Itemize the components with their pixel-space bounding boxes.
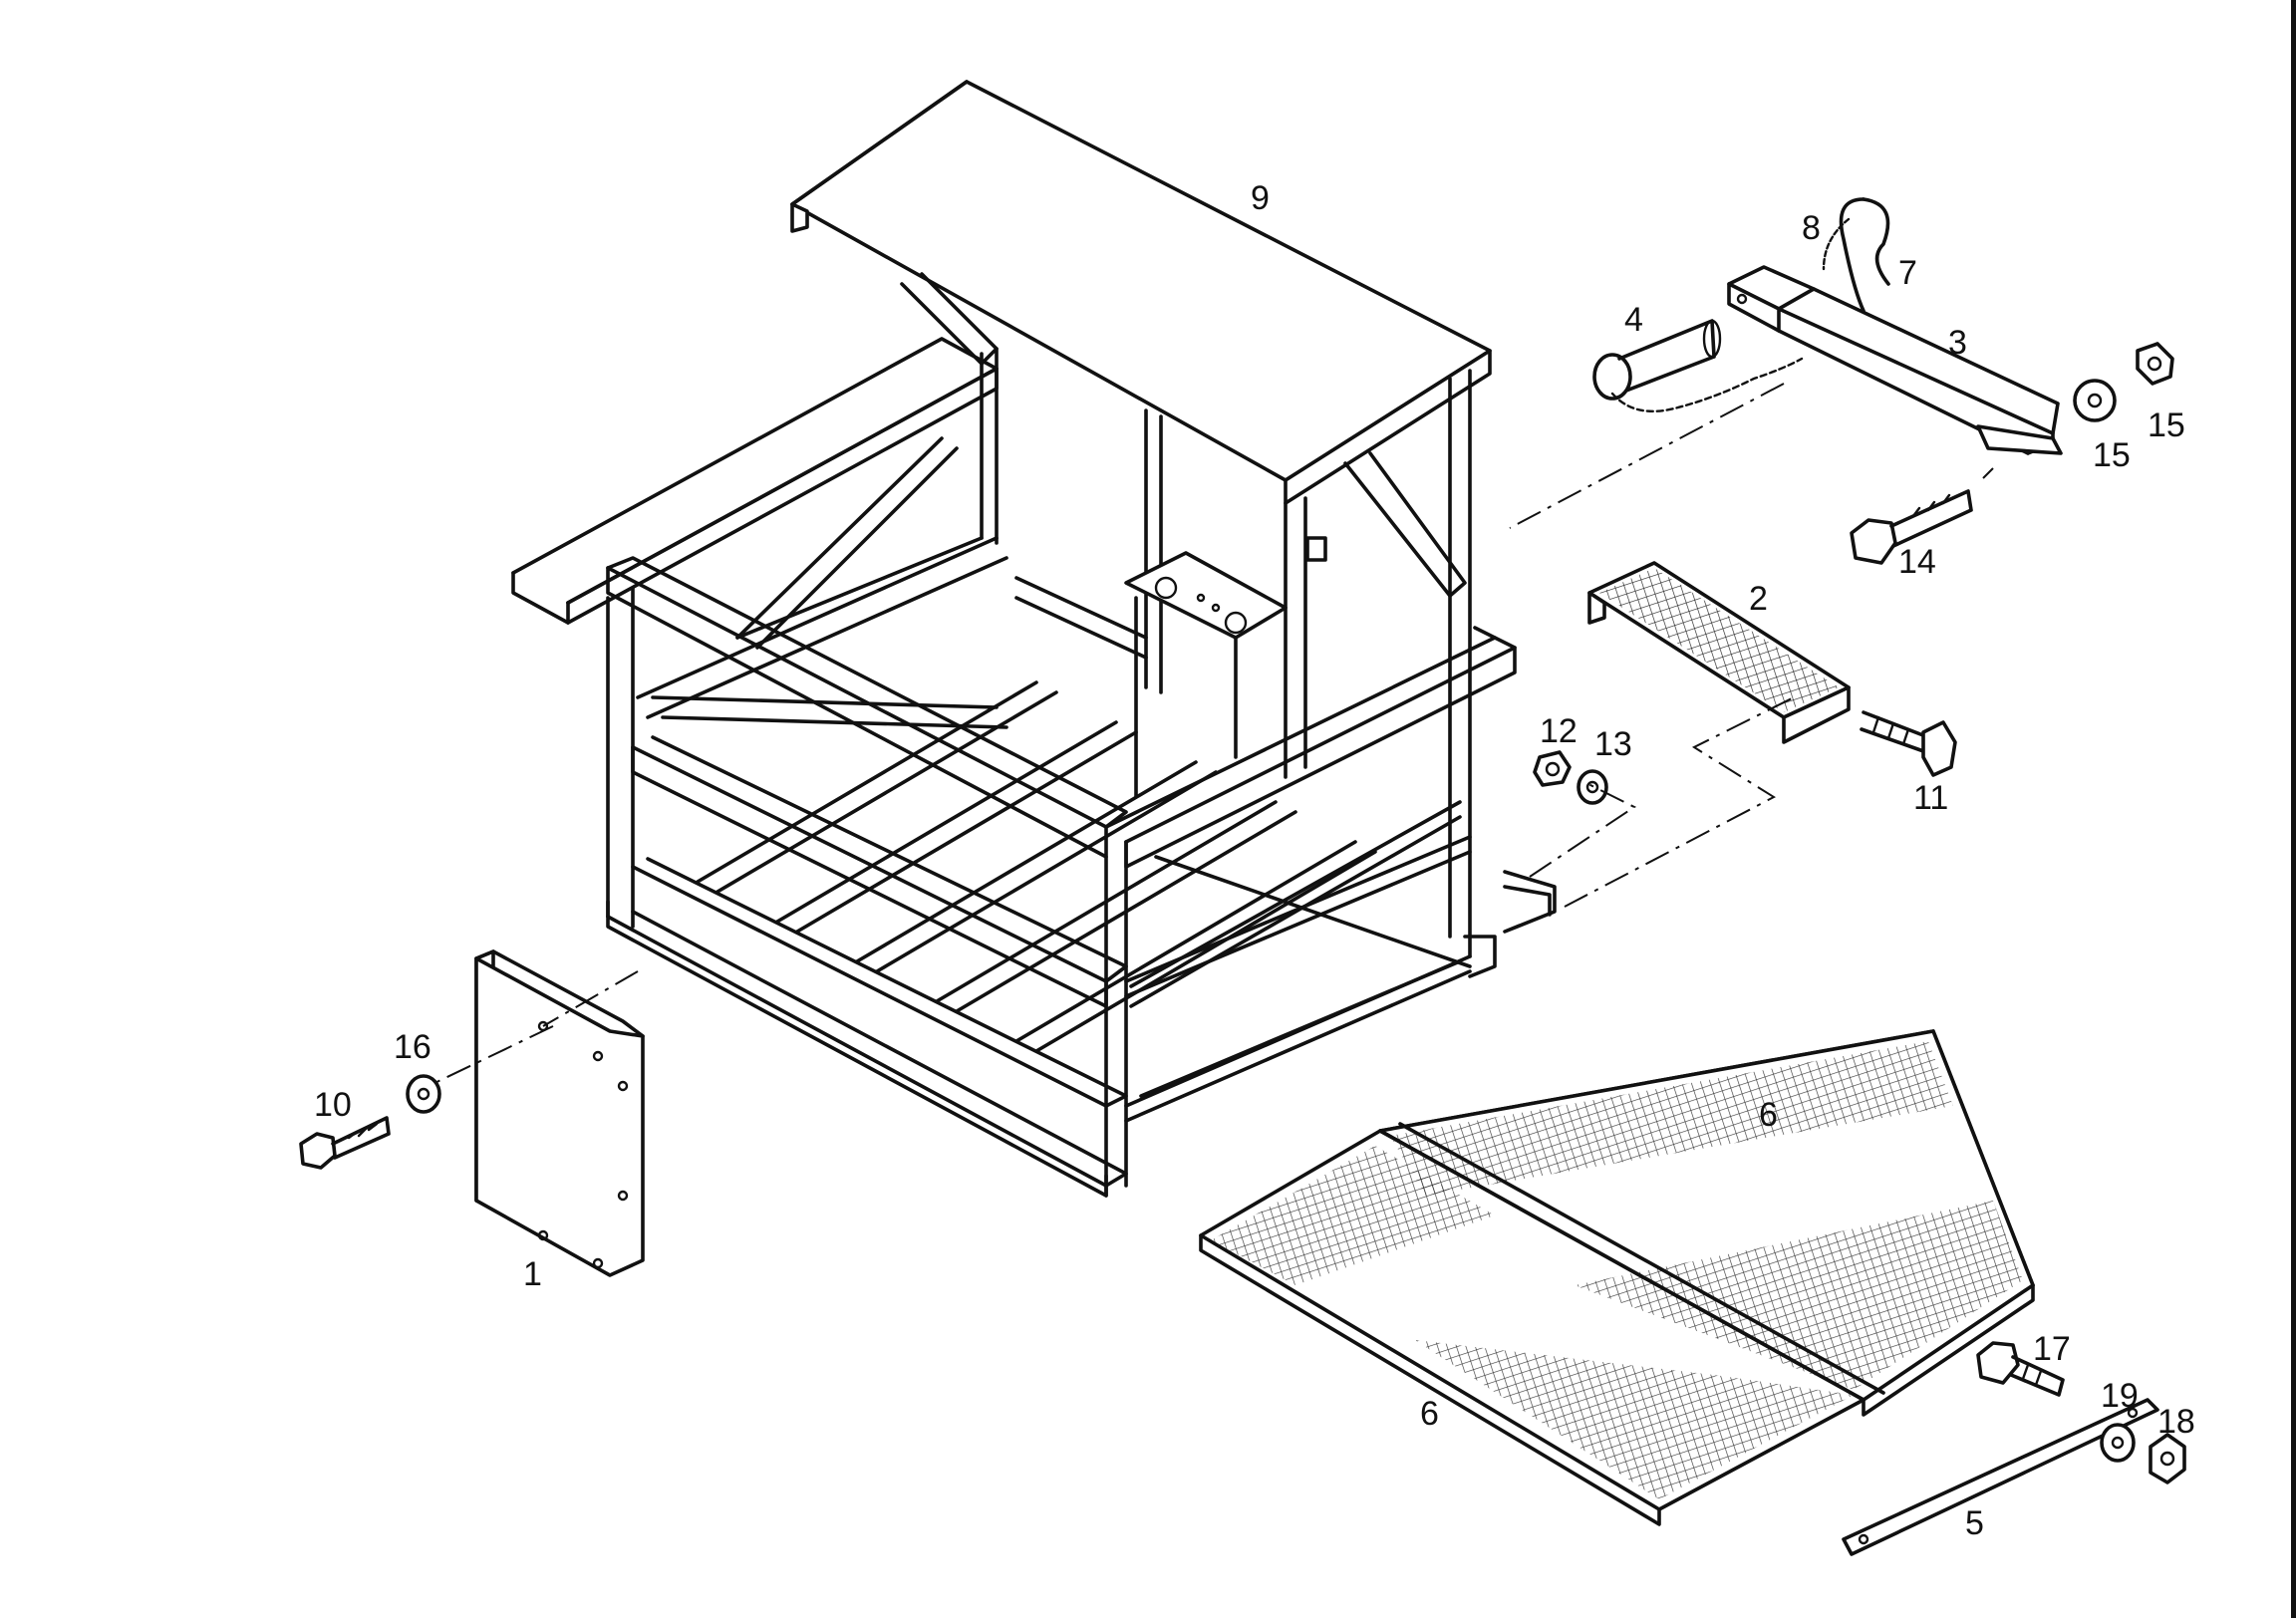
leader-line-3 bbox=[1509, 383, 1785, 529]
label-part-17: 17 bbox=[2033, 1330, 2071, 1368]
cage-frame bbox=[511, 337, 1557, 1198]
label-part-1: 1 bbox=[523, 1255, 542, 1293]
nut-15 bbox=[2136, 342, 2174, 386]
pin-4 bbox=[1592, 319, 1722, 401]
floor-grating-panels bbox=[1199, 1029, 2035, 1526]
label-part-15a: 15 bbox=[2093, 436, 2131, 474]
washer-16 bbox=[406, 1074, 441, 1114]
leader-line-2 bbox=[1564, 696, 1795, 908]
label-part-16: 16 bbox=[394, 1028, 431, 1066]
label-part-18: 18 bbox=[2157, 1403, 2195, 1441]
label-part-5: 5 bbox=[1965, 1504, 1984, 1542]
bolt-11 bbox=[1860, 710, 1957, 777]
label-part-11: 11 bbox=[1913, 779, 1948, 817]
pivot-arm bbox=[1727, 265, 2063, 455]
label-part-13: 13 bbox=[1594, 725, 1632, 763]
bolt-17 bbox=[1976, 1341, 2065, 1397]
nut-18 bbox=[2149, 1433, 2186, 1484]
label-part-6a: 6 bbox=[1759, 1096, 1778, 1134]
part-labels: 1 2 3 4 5 6 6 7 8 9 10 11 12 13 14 15 15… bbox=[314, 179, 2195, 1542]
leader-line-14 bbox=[1982, 467, 1994, 479]
strip-5 bbox=[1842, 1398, 2159, 1556]
nut-12 bbox=[1533, 750, 1572, 787]
leader-line-12 bbox=[1529, 781, 1636, 878]
label-part-7: 7 bbox=[1898, 254, 1917, 292]
label-part-6b: 6 bbox=[1420, 1395, 1439, 1433]
leader-line-1 bbox=[428, 1025, 554, 1087]
label-part-8: 8 bbox=[1802, 209, 1821, 247]
label-part-12: 12 bbox=[1540, 712, 1578, 750]
bolt-10 bbox=[299, 1116, 391, 1170]
hair-pin-7 bbox=[1839, 197, 1890, 313]
label-part-19: 19 bbox=[2101, 1377, 2139, 1415]
step-tread bbox=[1587, 561, 1851, 744]
label-part-15b: 15 bbox=[2148, 406, 2185, 444]
washer-19 bbox=[2100, 1423, 2136, 1463]
label-part-10: 10 bbox=[314, 1086, 352, 1124]
chain-4 bbox=[1610, 357, 1804, 412]
label-part-4: 4 bbox=[1624, 301, 1643, 339]
chain-8 bbox=[1822, 217, 1851, 271]
bolt-14 bbox=[1850, 489, 1973, 565]
label-part-3: 3 bbox=[1948, 324, 1967, 362]
roof-panel bbox=[790, 80, 1492, 598]
side-plate bbox=[474, 949, 645, 1277]
washer-15 bbox=[2073, 379, 2117, 422]
label-part-2: 2 bbox=[1749, 580, 1768, 618]
page-edge-bar bbox=[2291, 0, 2296, 1618]
label-part-14: 14 bbox=[1898, 543, 1936, 581]
label-part-9: 9 bbox=[1251, 179, 1270, 217]
leader-line-1b bbox=[542, 970, 639, 1027]
